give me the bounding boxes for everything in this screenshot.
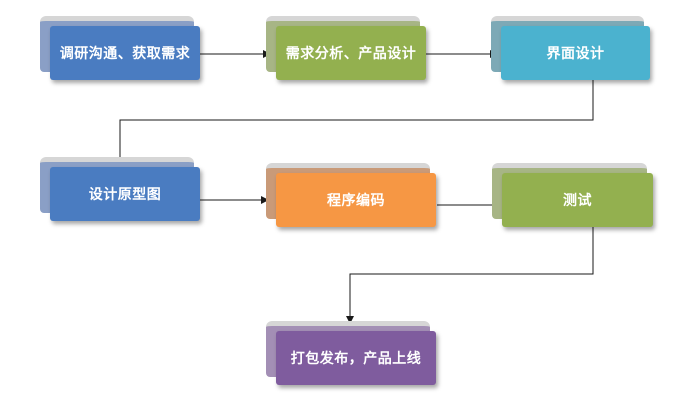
step-coding: 程序编码 [266, 163, 436, 227]
step-ui-design-label: 界面设计 [546, 46, 605, 62]
step-analysis-box: 需求分析、产品设计 [276, 26, 426, 80]
step-research: 调研沟通、获取需求 [40, 16, 200, 80]
step-ui-design: 界面设计 [491, 16, 650, 80]
step-research-box: 调研沟通、获取需求 [50, 26, 200, 80]
step-prototype-box: 设计原型图 [50, 167, 200, 221]
step-testing-label: 测试 [563, 193, 592, 209]
step-analysis: 需求分析、产品设计 [266, 16, 426, 80]
step-release-box: 打包发布，产品上线 [276, 331, 436, 385]
step-research-label: 调研沟通、获取需求 [59, 46, 191, 62]
step-prototype-label: 设计原型图 [88, 187, 162, 203]
step-coding-box: 程序编码 [276, 173, 436, 227]
step-testing-box: 测试 [502, 173, 653, 227]
arrow-testing-to-release [346, 226, 594, 324]
step-analysis-label: 需求分析、产品设计 [285, 46, 417, 62]
step-ui-design-box: 界面设计 [501, 26, 650, 80]
step-release: 打包发布，产品上线 [266, 321, 436, 385]
step-coding-label: 程序编码 [327, 193, 385, 209]
arrow-ui-to-prototype [116, 78, 594, 166]
step-testing: 测试 [492, 163, 653, 227]
step-prototype: 设计原型图 [40, 157, 200, 221]
step-release-label: 打包发布，产品上线 [290, 351, 422, 367]
